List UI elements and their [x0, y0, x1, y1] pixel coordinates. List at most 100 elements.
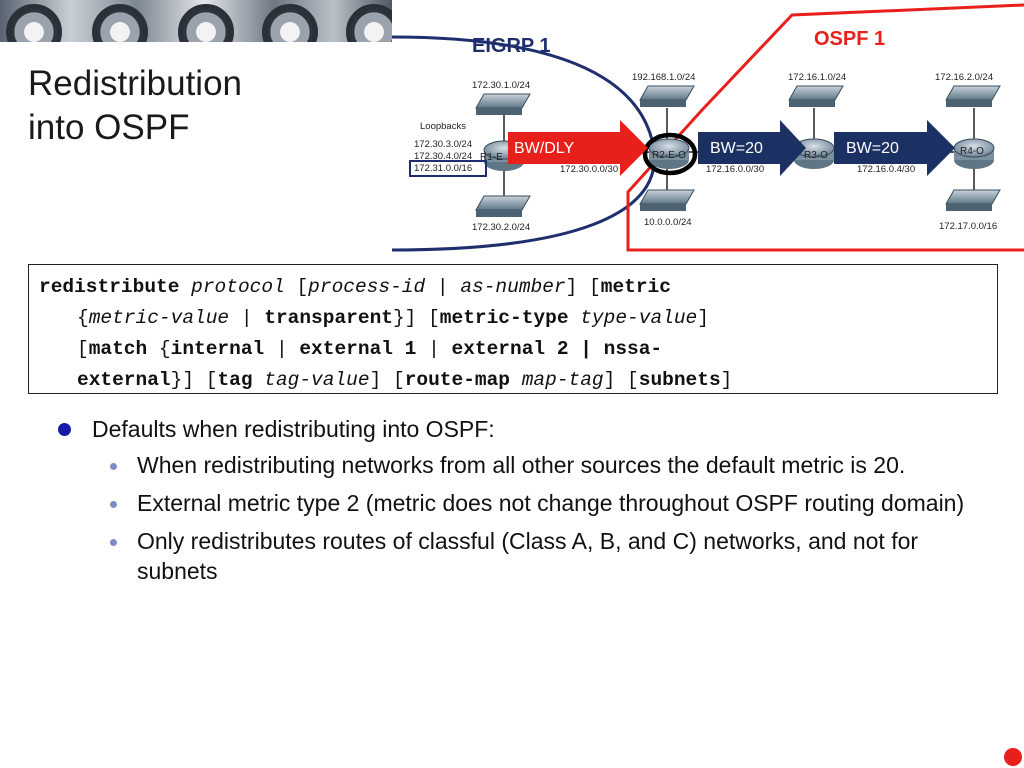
banner-disc-graphic — [92, 4, 148, 42]
syntax-text: | — [425, 276, 461, 298]
network-label: 172.30.2.0/24 — [472, 222, 530, 233]
syntax-text — [179, 276, 191, 298]
syntax-keyword: redistribute — [39, 276, 180, 298]
syntax-line-4: external}] [tag tag-value] [route-map ma… — [39, 365, 987, 396]
network-label: 172.17.0.0/16 — [939, 221, 997, 232]
switch-icon — [639, 189, 695, 211]
switch-icon — [788, 85, 844, 107]
switch-icon — [945, 189, 1001, 211]
syntax-text: ] [ — [565, 276, 601, 298]
syntax-argument: protocol — [191, 276, 285, 298]
router-r3-icon — [793, 138, 835, 169]
syntax-keyword: tag — [217, 369, 253, 391]
router-r2-highlight-ring — [642, 132, 698, 176]
network-label: 172.16.2.0/24 — [935, 72, 993, 83]
loopbacks-list: Loopbacks 172.30.3.0/24 172.30.4.0/24 17… — [414, 121, 472, 174]
slide-title-line-1: Redistribution — [28, 64, 242, 103]
syntax-text: | — [229, 307, 265, 329]
arrow-bw-dly-label: BW/DLY — [514, 140, 574, 157]
syntax-text: | — [416, 338, 452, 360]
bullet-list: Defaults when redistributing into OSPF: … — [54, 414, 994, 594]
command-syntax-box: redistribute protocol [process-id | as-n… — [28, 264, 998, 394]
syntax-keyword: external — [77, 369, 171, 391]
arrow-bw-dly: BW/DLY — [508, 120, 648, 176]
syntax-argument: tag-value — [264, 369, 370, 391]
syntax-line-2: {metric-value | transparent}] [metric-ty… — [39, 303, 987, 334]
router-r1-label: R1-E — [480, 152, 503, 163]
syntax-text: ] [ — [369, 369, 405, 391]
switch-icon — [945, 85, 1001, 107]
slide-title-line-2: into OSPF — [28, 108, 190, 147]
syntax-text — [569, 307, 581, 329]
syntax-keyword: metric — [600, 276, 671, 298]
bullet-sub: When redistributing networks from all ot… — [54, 450, 994, 480]
switch-icon — [475, 93, 531, 115]
syntax-text — [510, 369, 522, 391]
bullet-main: Defaults when redistributing into OSPF: — [54, 414, 994, 444]
syntax-text: [ — [77, 338, 89, 360]
syntax-keyword: match — [88, 338, 148, 360]
syntax-line-3: [match {internal | external 1 | external… — [39, 334, 987, 365]
syntax-text: | — [264, 338, 300, 360]
syntax-text: }] [ — [392, 307, 440, 329]
syntax-text: { — [77, 307, 89, 329]
banner-disc-graphic — [346, 4, 392, 42]
network-label: 192.168.1.0/24 — [632, 72, 695, 83]
arrow-bw-20-label-a: BW=20 — [710, 140, 763, 157]
network-label: 172.16.0.0/30 — [706, 164, 764, 175]
syntax-text: ] — [720, 369, 733, 391]
bullet-dot-icon — [110, 539, 117, 546]
bullet-sub-text: External metric type 2 (metric does not … — [137, 490, 965, 516]
syntax-text: }] [ — [170, 369, 218, 391]
corner-red-dot-icon — [1004, 748, 1022, 766]
loopback-network: 172.30.3.0/24 — [414, 139, 472, 150]
bullet-sub: External metric type 2 (metric does not … — [54, 488, 994, 518]
slide-title: Redistribution into OSPF — [28, 62, 328, 150]
syntax-argument: map-tag — [521, 369, 604, 391]
syntax-keyword: subnets — [638, 369, 721, 391]
loopback-network: 172.31.0.0/16 — [414, 163, 472, 174]
syntax-keyword: internal — [170, 338, 265, 360]
router-r4-label: R4-O — [960, 146, 984, 157]
switch-icon — [475, 195, 531, 217]
syntax-text: [ — [284, 276, 309, 298]
loopbacks-title: Loopbacks — [420, 121, 466, 132]
syntax-text: ] [ — [603, 369, 639, 391]
header-banner-image — [0, 0, 392, 42]
loopback-network: 172.30.4.0/24 — [414, 151, 472, 162]
loopback-summary-highlight — [409, 160, 487, 177]
arrow-bw-20-r3-r4: BW=20 — [834, 120, 955, 176]
bullet-dot-icon — [110, 501, 117, 508]
banner-disc-graphic — [6, 4, 62, 42]
network-topology-diagram: EIGRP 1 OSPF 1 R1-E R2-E-O R3-O R4-O BW/… — [392, 3, 1024, 252]
ospf-domain-label: OSPF 1 — [814, 28, 885, 50]
syntax-text: ] — [697, 307, 709, 329]
router-r3-label: R3-O — [804, 150, 828, 161]
bullet-sub-text: When redistributing networks from all ot… — [137, 452, 906, 478]
syntax-keyword: external 1 — [299, 338, 417, 360]
arrow-bw-20-label-b: BW=20 — [846, 140, 899, 157]
bullet-main-text: Defaults when redistributing into OSPF: — [92, 416, 495, 442]
syntax-keyword: transparent — [264, 307, 393, 329]
arrow-bw-20-r2-r3: BW=20 — [698, 120, 806, 176]
network-label: 10.0.0.0/24 — [644, 217, 692, 228]
router-r4-icon — [953, 138, 995, 169]
router-r2-icon — [648, 138, 690, 169]
eigrp-domain-label: EIGRP 1 — [472, 35, 551, 57]
network-label: 172.16.0.4/30 — [857, 164, 915, 175]
syntax-line-1: redistribute protocol [process-id | as-n… — [39, 272, 987, 303]
banner-disc-graphic — [178, 4, 234, 42]
syntax-argument: metric-value — [88, 307, 230, 329]
router-r2-label: R2-E-O — [652, 150, 686, 161]
syntax-keyword: route-map — [404, 369, 511, 391]
bullet-dot-icon — [110, 463, 117, 470]
banner-disc-graphic — [262, 4, 318, 42]
syntax-keyword: external 2 | nssa- — [451, 338, 663, 360]
bullet-dot-icon — [58, 423, 71, 436]
syntax-argument: as-number — [460, 276, 566, 298]
syntax-text: { — [147, 338, 171, 360]
network-label: 172.16.1.0/24 — [788, 72, 846, 83]
syntax-argument: process-id — [308, 276, 426, 298]
bullet-sub-text: Only redistributes routes of classful (C… — [137, 528, 919, 584]
syntax-keyword: metric-type — [439, 307, 569, 329]
